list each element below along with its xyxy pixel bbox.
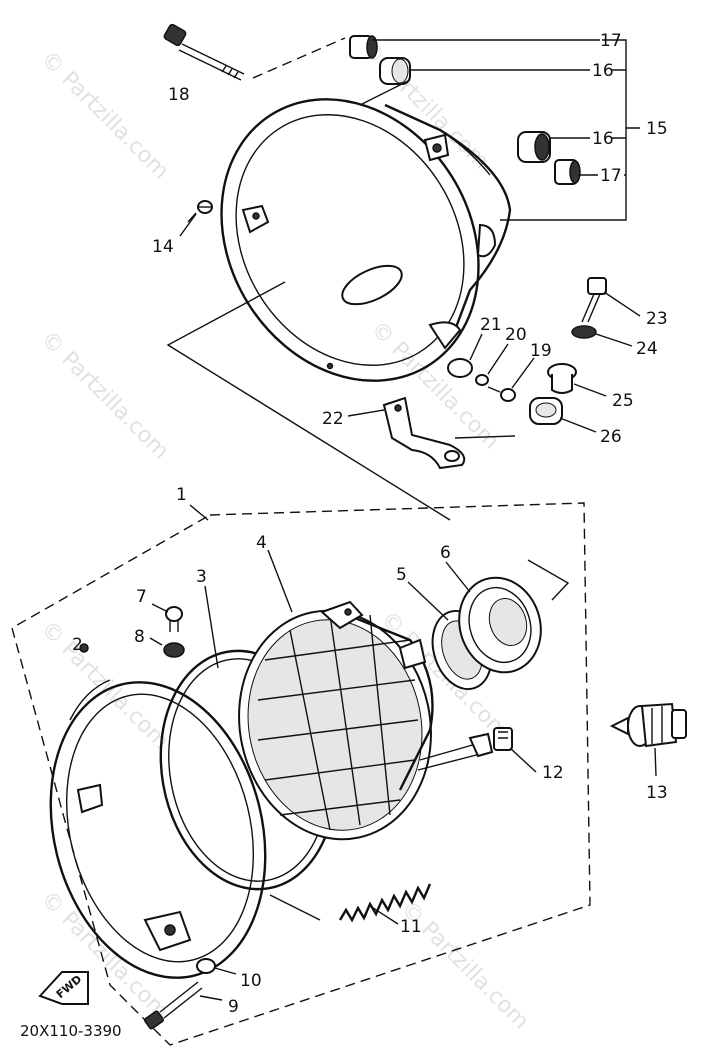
leader-line xyxy=(603,291,641,317)
callout-6: 6 xyxy=(440,543,451,563)
washer-24 xyxy=(571,325,597,339)
washer-21 xyxy=(447,358,473,378)
callout-2: 2 xyxy=(72,635,83,655)
headlight-unit-boundary xyxy=(11,502,591,1046)
leader-line xyxy=(204,585,219,669)
screw-19 xyxy=(487,386,516,402)
callout-16a: 16 xyxy=(592,61,614,81)
bulb-cover-6 xyxy=(458,576,542,674)
nut-10 xyxy=(196,958,216,974)
leader-line xyxy=(573,383,607,397)
callout-20: 20 xyxy=(505,325,527,345)
leader-line xyxy=(179,213,197,237)
leader-line xyxy=(166,281,451,521)
callout-5: 5 xyxy=(396,565,407,585)
spring-11 xyxy=(338,883,432,923)
callout-18: 18 xyxy=(168,85,190,105)
callout-23: 23 xyxy=(646,309,668,329)
callout-26: 26 xyxy=(600,427,622,447)
callout-14: 14 xyxy=(152,237,174,257)
leader-line xyxy=(509,747,537,773)
leader-line xyxy=(595,333,633,347)
leader-line xyxy=(469,333,483,361)
watermark: © Partzilla.com xyxy=(36,887,174,1025)
leader-line xyxy=(267,549,293,613)
bolt-18 xyxy=(163,23,245,81)
leader-line xyxy=(369,905,399,925)
callout-16b: 16 xyxy=(592,129,614,149)
callout-17b: 17 xyxy=(600,166,622,186)
bolt-9 xyxy=(144,981,203,1030)
leader-line xyxy=(189,504,209,521)
leader-line xyxy=(445,561,471,593)
collar-25 xyxy=(547,363,577,394)
fwd-arrow-icon: FWD xyxy=(38,971,89,1005)
leader-line xyxy=(151,603,169,613)
washer-8 xyxy=(163,642,185,658)
bulb-13 xyxy=(609,702,687,748)
leader-line xyxy=(454,435,516,439)
leader-line xyxy=(199,995,223,1001)
callout-15: 15 xyxy=(646,119,668,139)
washer-20 xyxy=(475,374,489,386)
callout-13: 13 xyxy=(646,783,668,803)
leader-line xyxy=(214,967,237,975)
leader-line xyxy=(559,417,597,433)
headlight-rim-2 xyxy=(49,643,267,979)
callout-21: 21 xyxy=(480,315,502,335)
damper-16-top xyxy=(379,57,411,85)
leader-line xyxy=(487,343,509,375)
leader-line xyxy=(612,69,640,139)
callout-labels: 1 2 3 4 5 6 7 8 9 10 11 12 13 14 15 16 1… xyxy=(72,31,668,1017)
callout-10: 10 xyxy=(240,971,262,991)
callout-7: 7 xyxy=(136,587,147,607)
callout-22: 22 xyxy=(322,409,344,429)
headlight-housing xyxy=(220,98,512,382)
screw-7 xyxy=(165,606,183,632)
callout-3: 3 xyxy=(196,567,207,587)
headlight-lens-4 xyxy=(238,600,494,841)
callout-19: 19 xyxy=(530,341,552,361)
callout-17a: 17 xyxy=(600,31,622,51)
leader-line xyxy=(527,559,570,601)
leader-dash xyxy=(252,37,346,79)
callout-24: 24 xyxy=(636,339,658,359)
screw-14 xyxy=(187,200,213,223)
callout-9: 9 xyxy=(228,997,239,1017)
callout-25: 25 xyxy=(612,391,634,411)
leader-line xyxy=(347,409,385,417)
damper-16-right xyxy=(517,131,551,163)
damper-26 xyxy=(529,397,563,425)
leader-line xyxy=(149,637,163,646)
callout-1: 1 xyxy=(176,485,187,505)
leader-line xyxy=(511,357,535,389)
bracket-22 xyxy=(382,396,466,470)
callout-11: 11 xyxy=(400,917,422,937)
leader-line xyxy=(359,79,411,106)
watermark: © Partzilla.com xyxy=(36,47,174,185)
leader-line xyxy=(372,39,627,221)
watermark: © Partzilla.com xyxy=(36,327,174,465)
watermark: © Partzilla.com xyxy=(36,617,174,755)
leader-line xyxy=(407,581,449,621)
leader-line xyxy=(654,747,657,777)
callout-8: 8 xyxy=(134,627,145,647)
connector-12 xyxy=(493,727,513,751)
bolt-23 xyxy=(581,277,607,323)
callout-4: 4 xyxy=(256,533,267,553)
leader-line xyxy=(269,894,321,921)
collar-17-right xyxy=(554,159,581,185)
diagram-code: 20X110-3390 xyxy=(20,1022,122,1040)
collar-17-top xyxy=(349,35,378,59)
callout-12: 12 xyxy=(542,763,564,783)
